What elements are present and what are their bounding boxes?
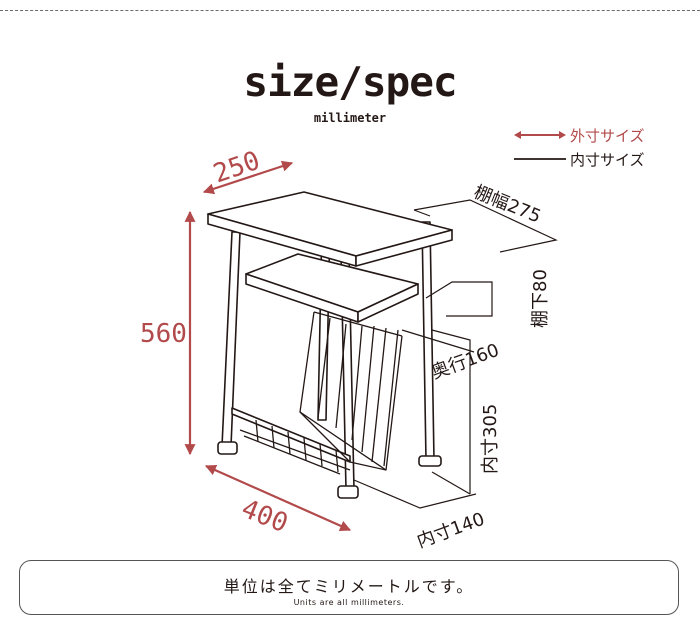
unit-note-text: 単位は全てミリメートルです。 <box>223 577 475 596</box>
inner-dimension-lines <box>353 199 558 509</box>
outer-dimension-lines <box>184 160 352 532</box>
legend-item-outer: 外寸サイズ <box>514 125 694 149</box>
legend: 外寸サイズ 内寸サイズ <box>514 125 694 173</box>
dim-shelf-depth: 奥行160 <box>429 340 502 384</box>
wire-basket <box>239 311 403 475</box>
side-table-illustration <box>207 191 453 499</box>
outer-arrow-icon <box>514 131 566 139</box>
unit-note-english: Units are all millimeters. <box>293 598 405 607</box>
legend-outer-label: 外寸サイズ <box>570 127 645 145</box>
dim-shelf-under: 棚下80 <box>530 269 551 328</box>
page-subtitle: millimeter <box>313 111 387 125</box>
dim-top-width: 250 <box>210 146 264 190</box>
dim-inner-depth: 内寸140 <box>414 509 487 553</box>
page-title: size/spec <box>243 58 457 106</box>
legend-item-inner: 内寸サイズ <box>514 149 694 173</box>
dim-inner-height: 内寸305 <box>480 404 501 474</box>
dim-shelf-width: 棚幅275 <box>471 182 544 228</box>
legend-inner-label: 内寸サイズ <box>570 151 645 169</box>
top-dashed-border <box>0 10 700 11</box>
inner-line-icon <box>514 158 566 160</box>
dim-height: 560 <box>140 319 187 349</box>
unit-note-box: 単位は全てミリメートルです。 Units are all millimeters… <box>19 560 679 615</box>
